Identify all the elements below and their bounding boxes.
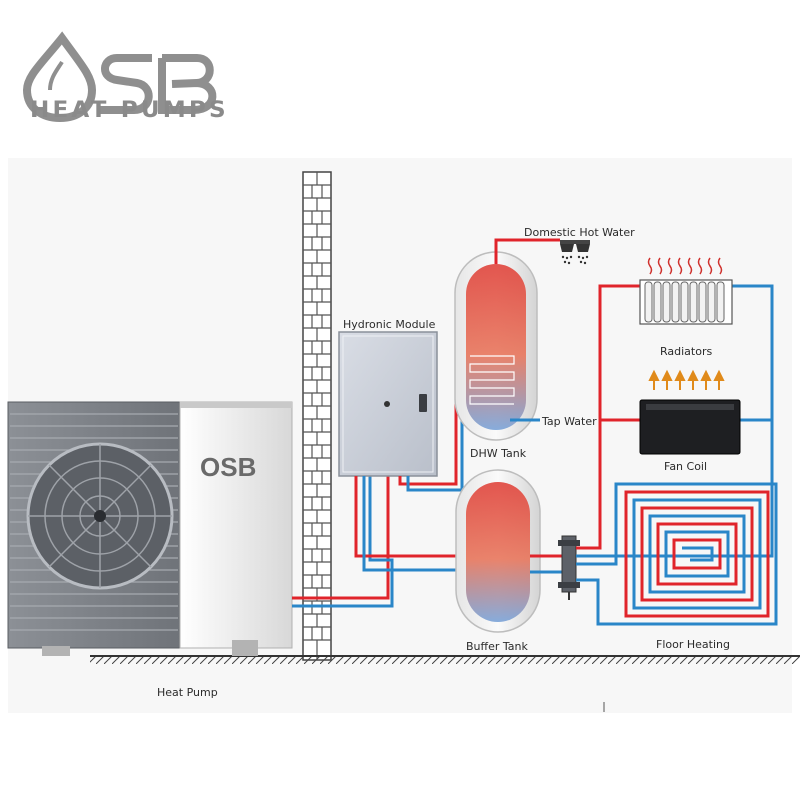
fan-hub (94, 510, 106, 522)
buffer-pipes (530, 554, 562, 574)
label-buffer-tank: Buffer Tank (466, 640, 528, 653)
unit-foot (232, 640, 258, 656)
osb-logo (22, 31, 217, 123)
buffer-tank (455, 469, 541, 633)
label-heat-pump: Heat Pump (157, 686, 218, 699)
radiator-icon (639, 257, 733, 325)
dhw-tank (454, 251, 538, 441)
floor-heating-spiral (624, 490, 770, 618)
shower-icon (560, 240, 590, 265)
fan-coil-icon (639, 369, 741, 455)
module-pipes (354, 362, 470, 572)
module-display (419, 394, 427, 412)
label-hydronic-module: Hydronic Module (343, 318, 436, 331)
floor-heating-pipes (576, 482, 778, 626)
brick-wall (302, 171, 332, 661)
unit-foot (42, 646, 70, 656)
label-radiators: Radiators (660, 345, 713, 358)
primary-pipes (292, 476, 394, 608)
heat-pump-unit: OSB (7, 401, 293, 656)
ground (90, 655, 800, 664)
label-tap-water: Tap Water (542, 415, 597, 428)
label-fan-coil: Fan Coil (664, 460, 708, 473)
label-floor-heating: Floor Heating (656, 638, 730, 651)
label-dhw-tank: DHW Tank (470, 447, 527, 460)
hydronic-module (338, 331, 438, 477)
label-domestic-hot-water: Domestic Hot Water (524, 226, 635, 239)
dhw-pipes (494, 238, 560, 422)
unit-badge: OSB (200, 452, 256, 482)
logo-tagline: HEAT PUMPS (30, 98, 229, 123)
